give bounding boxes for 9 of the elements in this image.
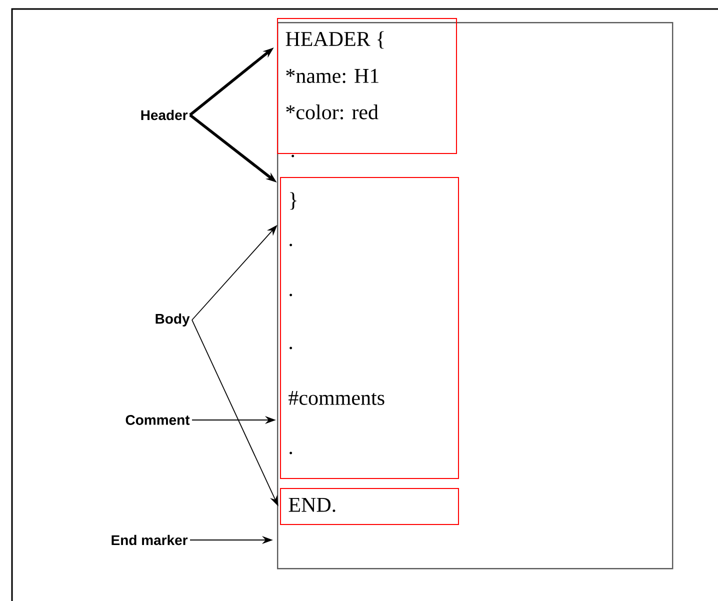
section-box: } . . . #comments . [280,177,459,479]
section-box: HEADER { *name: H1 *color: red [277,18,457,154]
callout-label: End marker [112,534,188,546]
callout-label: Comment [126,415,190,425]
callout-label: Body [156,313,190,327]
document-box [277,22,674,570]
section-box: END. [280,488,459,525]
callout-label: Header [141,110,188,120]
dot-text: . [292,154,294,158]
